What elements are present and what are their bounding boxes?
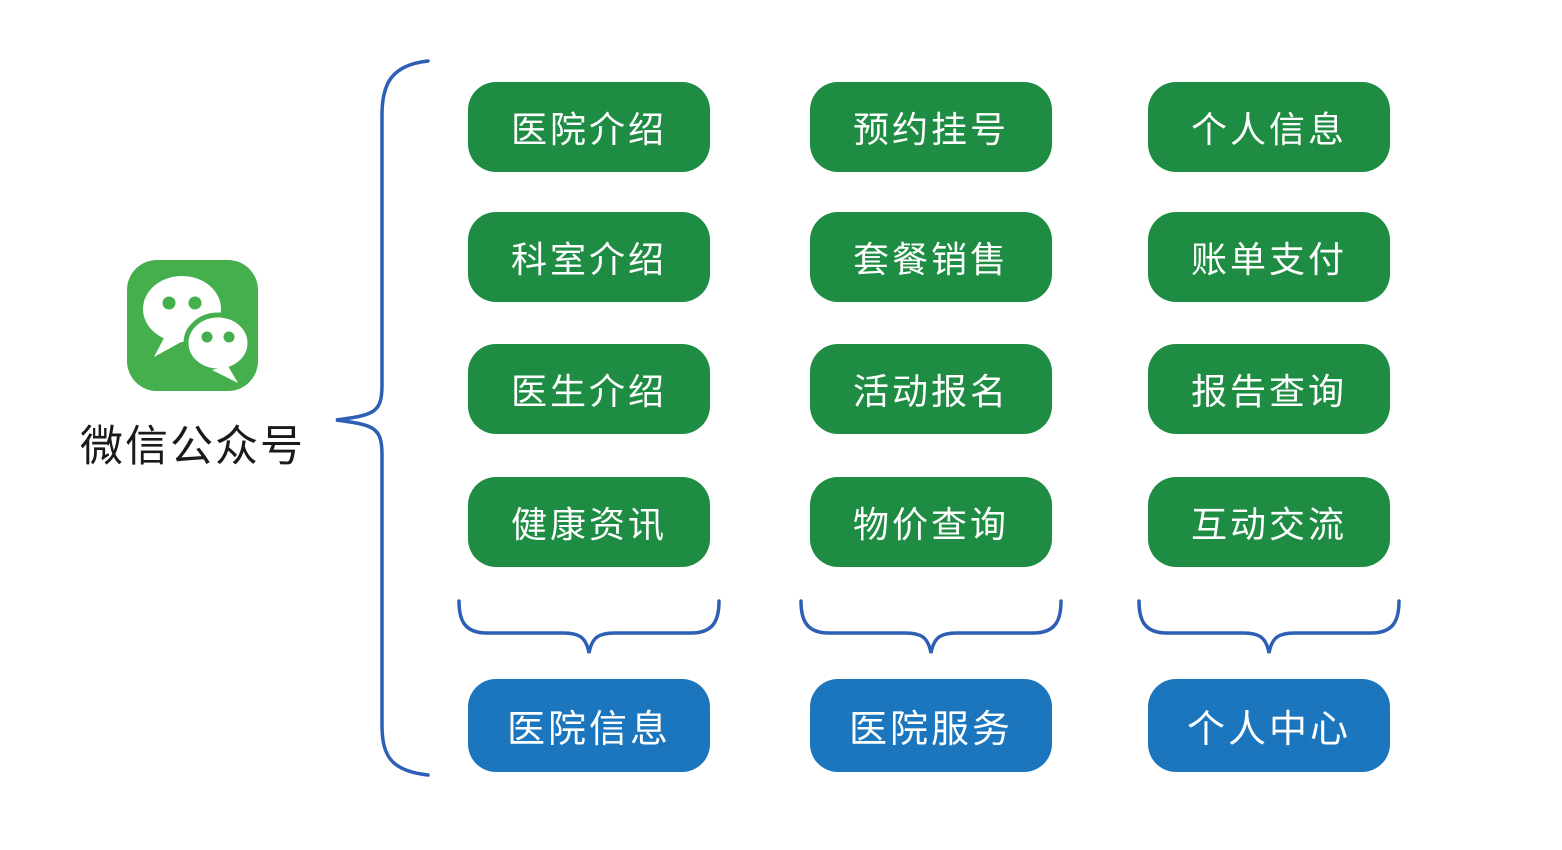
wechat-icon [127,260,258,391]
group-brace-hospital-services [799,599,1063,654]
node-report-inquiry: 报告查询 [1148,344,1390,434]
node-price-inquiry: 物价查询 [810,477,1052,567]
node-interaction: 互动交流 [1148,477,1390,567]
group-hospital-info: 医院信息 [468,679,710,772]
node-bill-payment: 账单支付 [1148,212,1390,302]
node-health-news: 健康资讯 [468,477,710,567]
root-label: 微信公众号 [80,423,305,471]
group-brace-personal-center [1137,599,1401,654]
group-personal-center: 个人中心 [1148,679,1390,772]
node-doctor-intro: 医生介绍 [468,344,710,434]
main-brace [335,59,430,777]
node-package-sales: 套餐销售 [810,212,1052,302]
group-hospital-services: 医院服务 [810,679,1052,772]
node-appointment-registration: 预约挂号 [810,82,1052,172]
node-personal-info: 个人信息 [1148,82,1390,172]
node-activity-signup: 活动报名 [810,344,1052,434]
node-hospital-intro: 医院介绍 [468,82,710,172]
group-brace-hospital-info [457,599,721,654]
node-department-intro: 科室介绍 [468,212,710,302]
